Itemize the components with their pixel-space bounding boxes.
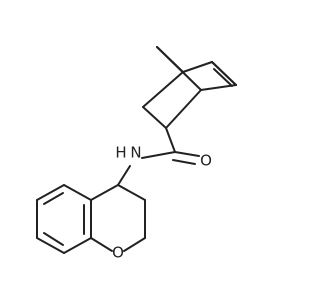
bond-ring-oxygen-to-c8a bbox=[90, 237, 113, 252]
atom-label-nitrogen: N bbox=[130, 144, 141, 162]
bond-bridgehead-to-alkene bbox=[182, 61, 213, 73]
bond-bridge-to-bridgehead bbox=[156, 46, 202, 91]
bond-c2-to-bridgehead bbox=[165, 89, 202, 129]
bond-alkene-double-outer bbox=[211, 61, 237, 86]
amide-group bbox=[117, 127, 200, 186]
molecule-canvas: H N O O bbox=[36, 46, 237, 262]
bond-carbonyl-double-outer bbox=[174, 151, 200, 157]
atom-label-h: H bbox=[115, 144, 126, 162]
bond-ring-to-c2 bbox=[142, 106, 167, 129]
bond-c2-to-carbonyl-carbon bbox=[165, 127, 176, 153]
chroman-ring bbox=[90, 184, 146, 252]
bond-c5-to-c6 bbox=[36, 184, 65, 201]
bond-nitrogen-to-c4 bbox=[117, 165, 131, 186]
bond-bridgehead-ring bbox=[142, 71, 184, 108]
bond-c2-to-ring-oxygen bbox=[123, 237, 146, 252]
benzene-ring bbox=[36, 184, 92, 254]
bond-alkene-to-bridgehead bbox=[200, 84, 237, 91]
bond-aromatic-inner-1 bbox=[43, 192, 64, 205]
bond-aromatic-inner-2 bbox=[43, 232, 64, 246]
bond-c7-to-c8 bbox=[36, 237, 65, 254]
bond-alkene-double-inner bbox=[213, 68, 233, 87]
bond-c4-to-c3 bbox=[117, 184, 146, 201]
bicyclic-framework bbox=[142, 46, 237, 129]
bond-carbonyl-double-inner bbox=[172, 159, 196, 165]
bond-carbonyl-to-nitrogen bbox=[141, 151, 176, 159]
bond-c8-to-c8a bbox=[63, 237, 92, 254]
atom-label-ring-oxygen: O bbox=[112, 244, 124, 262]
atom-label-carbonyl-oxygen: O bbox=[200, 152, 212, 170]
bond-c4a-to-c5 bbox=[63, 184, 92, 201]
bond-c4-to-c4a bbox=[90, 184, 119, 201]
molecule-structure: H N O O bbox=[36, 46, 237, 262]
